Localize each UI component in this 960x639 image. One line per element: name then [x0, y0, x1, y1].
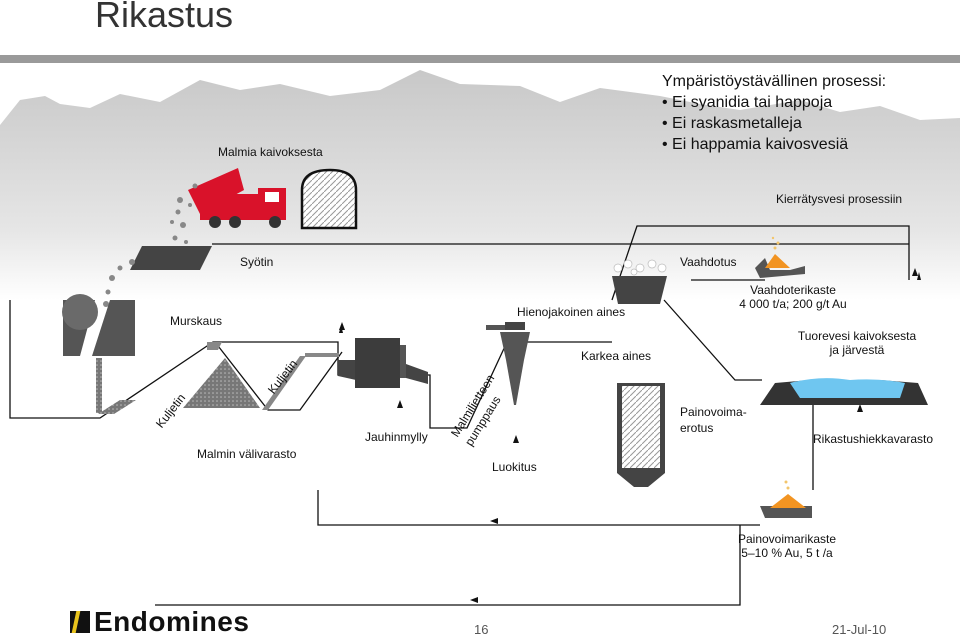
- label-fresh-water: Tuorevesi kaivoksesta ja järvestä: [787, 329, 927, 357]
- label-ore-stockpile: Malmin välivarasto: [197, 447, 297, 461]
- label-flotation-concentrate-line2: 4 000 t/a; 200 g/t Au: [739, 297, 847, 311]
- arrow-1: [339, 322, 345, 330]
- flotation-cell: [612, 259, 667, 304]
- conveyor-2-top: [305, 353, 339, 357]
- arrow-7: [490, 518, 498, 524]
- label-fresh-water-line2: ja järvestä: [829, 343, 885, 357]
- gravity-concentrate-pile: [760, 480, 812, 518]
- slide-date: 21-Jul-10: [832, 622, 887, 637]
- flow-line-bottom-return: [317, 490, 760, 526]
- grinding-mill: [338, 338, 428, 388]
- slide-title: Rikastus: [95, 0, 234, 35]
- info-bullet: Ei happamia kaivosvesiä: [662, 134, 886, 155]
- label-flotation: Vaahdotus: [680, 255, 737, 269]
- conveyor-2-belt: [262, 356, 306, 410]
- environmental-info: Ympäristöystävällinen prosessi: Ei syani…: [662, 71, 886, 155]
- conveyor-ore-stream: [96, 358, 136, 414]
- info-bullet: Ei syanidia tai happoja: [662, 92, 886, 113]
- marker-2: [917, 272, 921, 280]
- flow-line-to-stockpile: [214, 341, 343, 411]
- label-coarse-material: Karkea aines: [581, 349, 652, 363]
- info-bullet: Ei raskasmetalleja: [662, 113, 886, 134]
- info-heading: Ympäristöystävällinen prosessi:: [662, 73, 887, 90]
- label-fine-material: Hienojakoinen aines: [517, 305, 626, 319]
- arrow-2: [397, 400, 403, 408]
- arrow-6: [912, 268, 918, 276]
- label-flotation-concentrate: Vaahdoterikaste 4 000 t/a; 200 g/t Au: [733, 283, 853, 311]
- label-gravity-line2: erotus: [680, 421, 714, 435]
- label-gravity-concentrate-line2: 5–10 % Au, 5 t /a: [741, 546, 833, 560]
- label-gravity-concentrate: Painovoimarikaste 5–10 % Au, 5 t /a: [722, 532, 852, 560]
- title-divider: [0, 55, 960, 63]
- label-ore-from-mine: Malmia kaivoksesta: [218, 145, 323, 159]
- label-grinding-mill: Jauhinmylly: [365, 430, 428, 444]
- tailings-pond: [760, 378, 928, 405]
- stockpile-ledge: [207, 342, 222, 350]
- hydrocyclone: [486, 322, 530, 405]
- marker-1: [339, 325, 343, 333]
- gravity-separator: [617, 383, 665, 487]
- feeder-ore: [103, 259, 135, 307]
- flotation-concentrate-pile: [755, 236, 805, 278]
- label-feed: Syötin: [240, 255, 274, 269]
- flow-line-coarse: [663, 299, 762, 381]
- arrow-3: [513, 435, 519, 443]
- label-tailings: Rikastushiekkavarasto: [813, 432, 934, 446]
- logo-mark-icon: [70, 611, 90, 633]
- ore-stockpile: [183, 358, 260, 408]
- falling-ore: [170, 183, 198, 244]
- label-gravity-concentrate-line1: Painovoimarikaste: [737, 532, 837, 546]
- mine-portal: [300, 168, 358, 230]
- page-number: 16: [474, 622, 489, 637]
- label-crushing: Murskaus: [170, 314, 223, 328]
- label-flotation-concentrate-line1: Vaahdoterikaste: [750, 283, 836, 297]
- label-classification: Luokitus: [492, 460, 537, 474]
- arrow-5: [857, 404, 863, 412]
- label-gravity-line1: Painovoima-: [680, 405, 747, 419]
- flow-line-bottom: [155, 525, 741, 606]
- dump-truck: [188, 168, 286, 228]
- crusher: [62, 294, 135, 356]
- label-gravity-separation: Painovoima- erotus: [680, 404, 747, 436]
- label-recycled-water: Kierrätysvesi prosessiin: [776, 192, 903, 206]
- arrow-8: [470, 597, 478, 603]
- logo-text: Endomines: [94, 606, 250, 637]
- company-logo: Endomines: [70, 606, 250, 637]
- feeder: [130, 246, 212, 270]
- label-fresh-water-line1: Tuorevesi kaivoksesta: [797, 329, 917, 343]
